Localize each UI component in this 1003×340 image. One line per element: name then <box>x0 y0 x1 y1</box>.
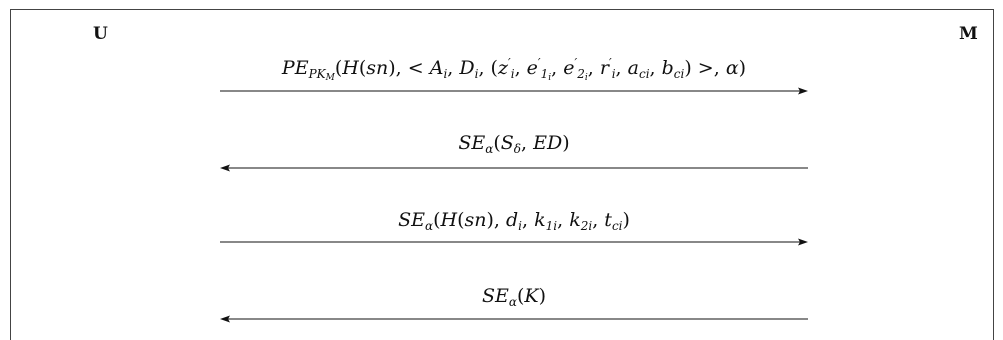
message-3-label: SEα(H(sn), di, k1i, k2i, tci) <box>398 209 630 233</box>
participant-m: M <box>959 24 978 44</box>
sequence-diagram-frame <box>10 9 994 340</box>
message-3-arrow-right <box>220 237 808 247</box>
message-1-label: PEPKM(H(sn), < Ai, Di, (z′i, e′1i, e′2i,… <box>281 56 747 83</box>
message-2-label: SEα(Sδ, ED) <box>458 132 570 156</box>
message-1-arrow-right <box>220 86 808 96</box>
message-4-arrow-left <box>220 314 808 324</box>
participant-u: U <box>93 24 108 44</box>
message-2-arrow-left <box>220 163 808 173</box>
message-4-label: SEα(K) <box>481 285 547 309</box>
